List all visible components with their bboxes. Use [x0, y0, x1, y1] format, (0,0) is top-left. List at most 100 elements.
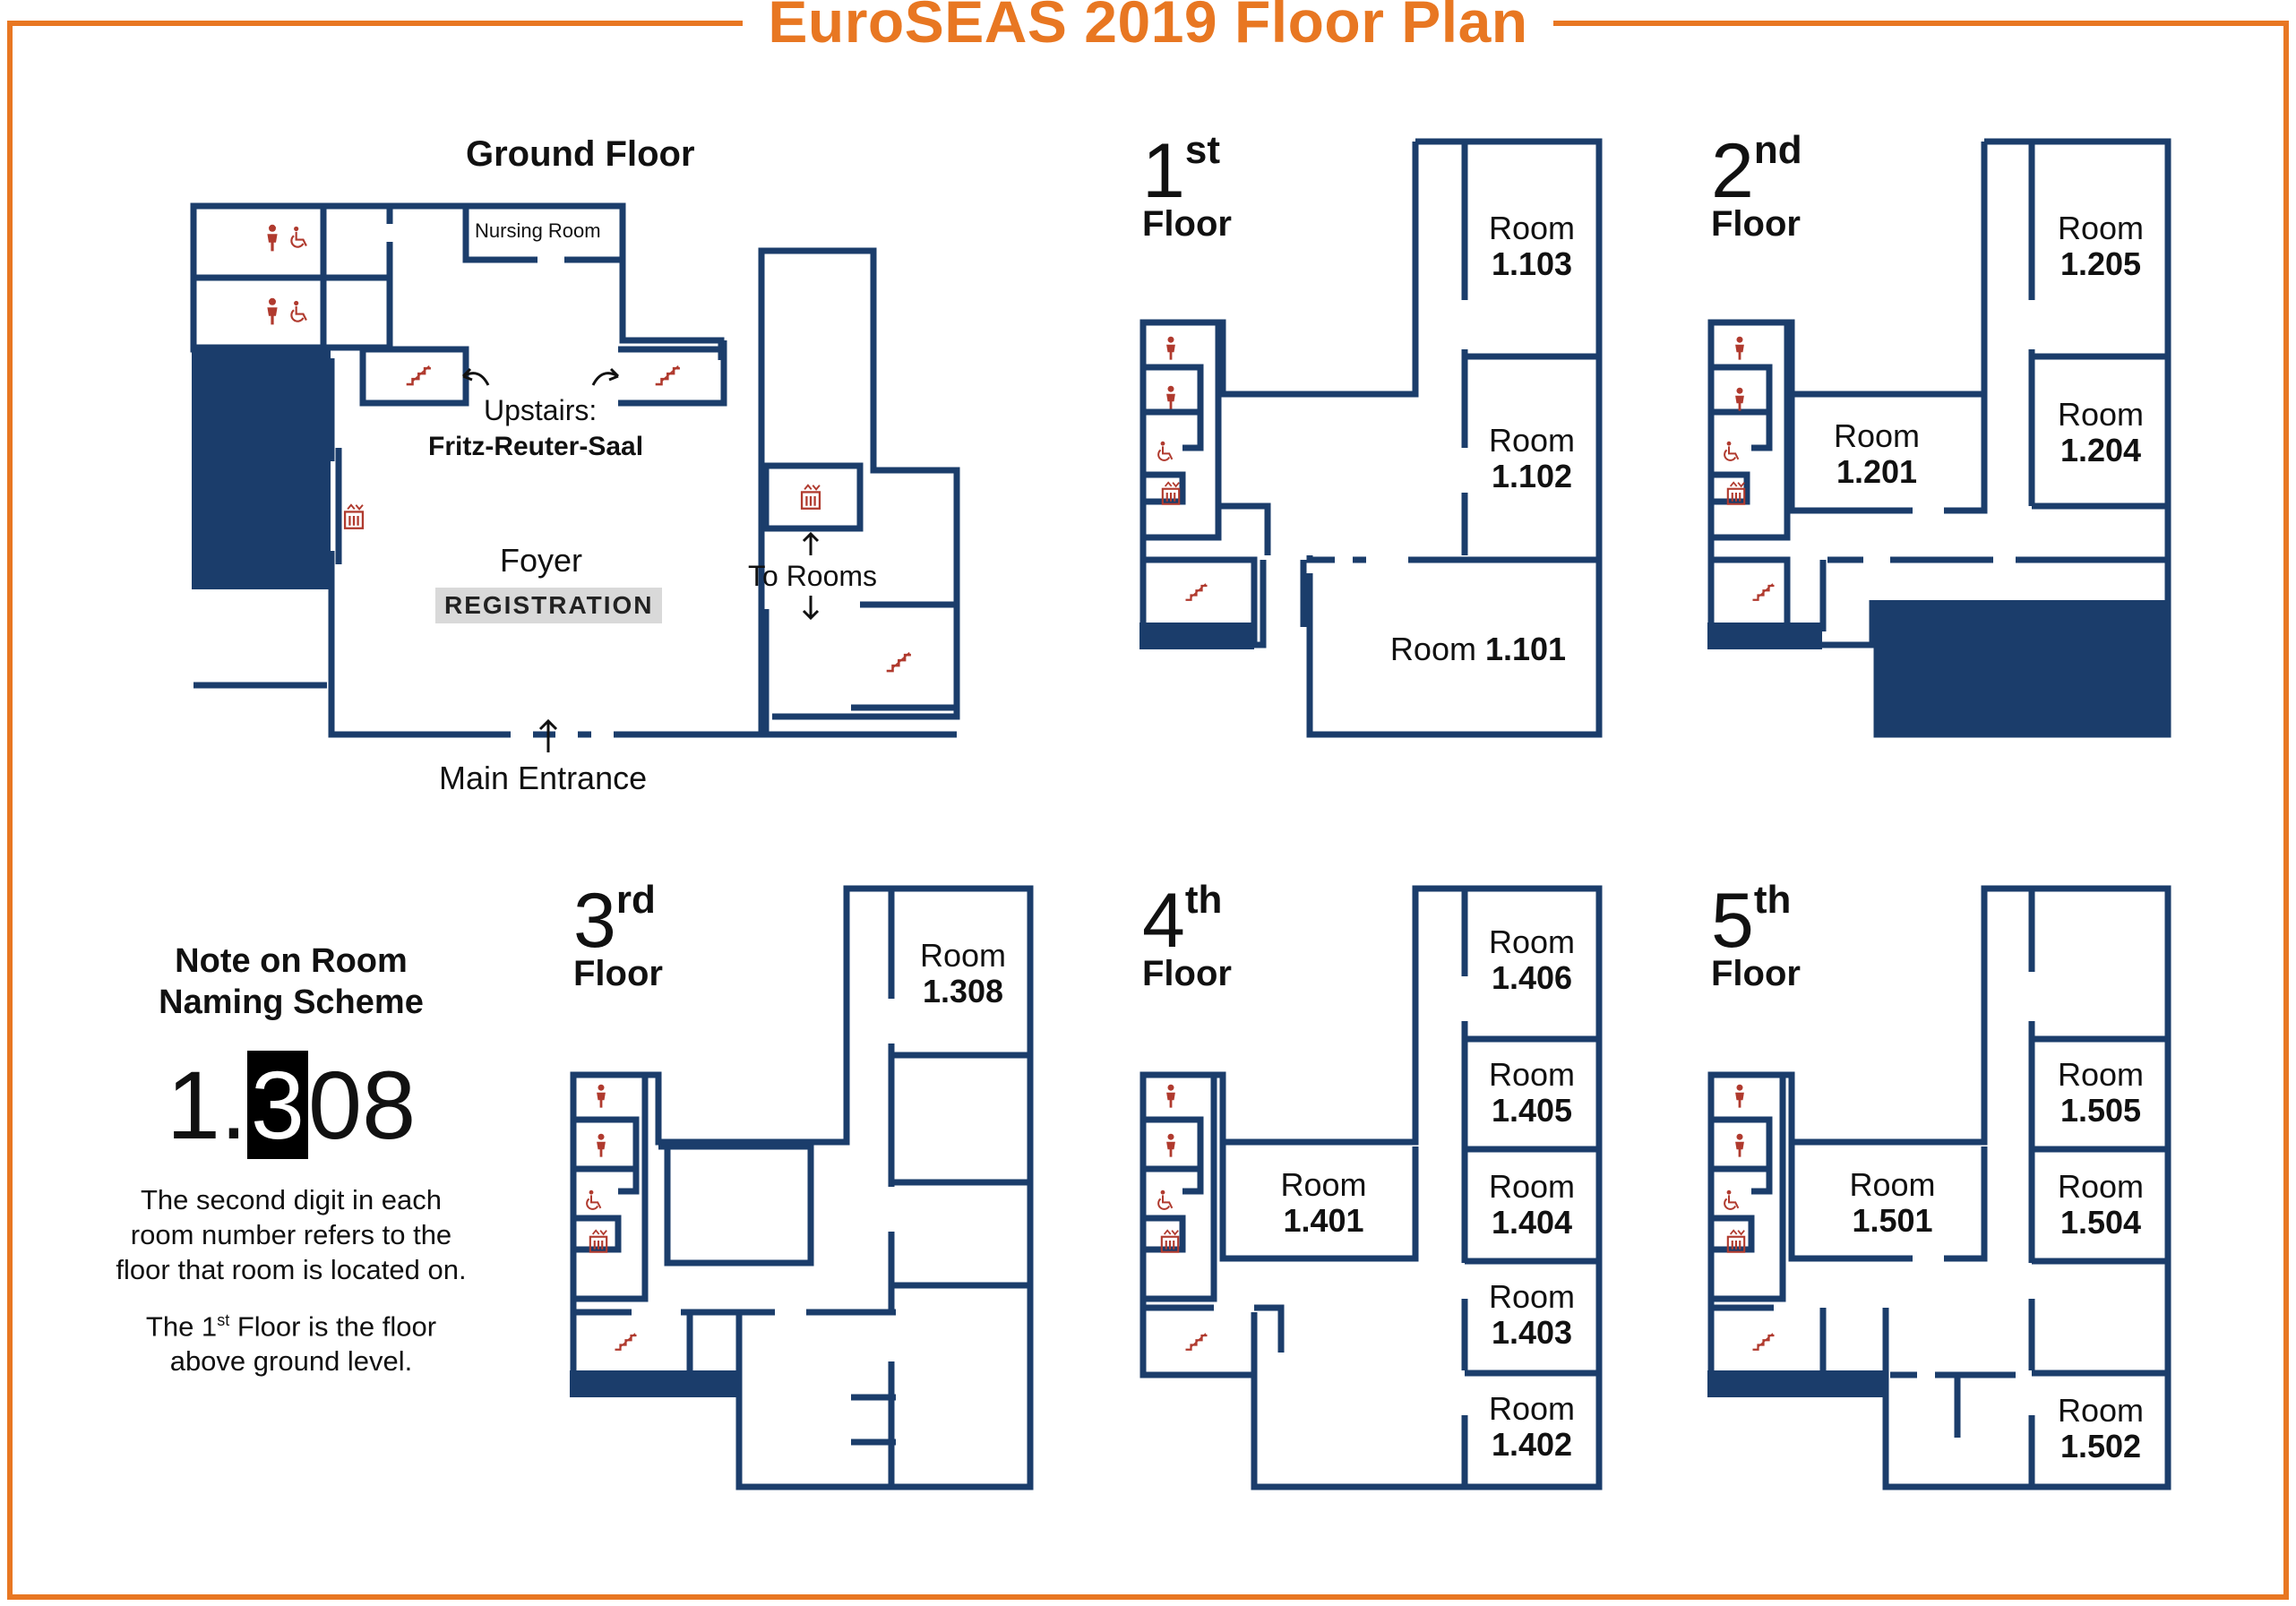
room-1-505: Room 1.505	[2038, 1057, 2163, 1129]
room-number: 1.102	[1491, 458, 1573, 494]
floor-suffix: th	[1184, 878, 1223, 922]
room-1-501: Room 1.501	[1827, 1167, 1957, 1239]
room-word: Room	[1488, 1278, 1576, 1315]
room-number: 1.501	[1852, 1202, 1933, 1239]
floor-number: 4	[1142, 878, 1185, 964]
elevator-icon	[343, 503, 365, 529]
note-line: The 1st Floor is the floor	[81, 1303, 502, 1344]
room-word: Room	[1280, 1166, 1367, 1203]
room-number: 1.401	[1283, 1202, 1364, 1239]
room-1-101: Room 1.101	[1353, 631, 1604, 667]
room-1-201: Room 1.201	[1814, 418, 1939, 490]
room-1-204: Room 1.204	[2038, 397, 2163, 468]
room-1-504: Room 1.504	[2038, 1169, 2163, 1241]
floor-2-heading: 2nd Floor	[1711, 131, 1802, 244]
room-word: Room	[1488, 1390, 1576, 1427]
room-number: 1.404	[1491, 1204, 1573, 1241]
page-title: EuroSEAS 2019 Floor Plan	[0, 0, 2296, 56]
arrow-up-icon	[802, 531, 820, 555]
room-1-103: Room 1.103	[1469, 210, 1595, 282]
example-suffix: 08	[308, 1051, 417, 1159]
main-entrance-label: Main Entrance	[439, 760, 648, 796]
note-heading-line: Note on Room	[175, 942, 408, 980]
floor-4-walls	[1139, 885, 1603, 1490]
floor-word: Floor	[573, 954, 663, 993]
floor-word: Floor	[1142, 954, 1232, 993]
example-highlight: 3	[246, 1051, 308, 1159]
floor-1-heading: 1st Floor	[1142, 131, 1232, 243]
room-word: Room	[1488, 1056, 1576, 1093]
upstairs-hall-label: Fritz-Reuter-Saal	[428, 432, 644, 461]
room-word: Room	[1849, 1166, 1936, 1203]
room-word: Room	[2057, 396, 2145, 433]
room-number: 1.103	[1491, 245, 1573, 282]
upstairs-label: Upstairs:	[484, 394, 598, 426]
solid-wall-blocks	[192, 348, 2170, 1397]
turn-right-arrow-icon	[591, 367, 620, 386]
room-number: 1.406	[1491, 959, 1573, 996]
note-line: room number refers to the	[130, 1219, 452, 1250]
floor-word: Floor	[1711, 204, 1801, 244]
registration-badge: REGISTRATION	[435, 588, 663, 623]
ground-floor-heading: Ground Floor	[466, 134, 695, 174]
room-number: 1.201	[1836, 453, 1918, 490]
room-number: 1.402	[1491, 1426, 1573, 1463]
floor-suffix: nd	[1753, 128, 1802, 172]
stairs-icon	[885, 651, 913, 673]
floor-number: 1	[1142, 128, 1185, 214]
turn-left-arrow-icon	[461, 367, 490, 386]
room-1-402: Room 1.402	[1469, 1391, 1595, 1463]
floor-5-walls	[1707, 885, 2171, 1490]
room-1-403: Room 1.403	[1469, 1279, 1595, 1351]
room-1-406: Room 1.406	[1469, 924, 1595, 996]
room-number: 1.505	[2060, 1092, 2142, 1129]
room-word: Room	[1488, 210, 1576, 246]
room-word: Room	[919, 937, 1007, 974]
room-1-102: Room 1.102	[1469, 423, 1595, 494]
arrow-down-icon	[802, 596, 820, 621]
room-word: Room	[2057, 210, 2145, 246]
floor-number: 5	[1711, 878, 1754, 964]
page-title-text: EuroSEAS 2019 Floor Plan	[743, 0, 1553, 56]
room-number: 1.204	[2060, 432, 2142, 468]
room-word: Room	[1389, 631, 1476, 667]
room-number: 1.403	[1491, 1314, 1573, 1351]
room-number: 1.504	[2060, 1204, 2142, 1241]
note-text: The 1	[145, 1310, 218, 1343]
room-number: 1.405	[1491, 1092, 1573, 1129]
wheelchair-icon	[290, 226, 308, 248]
restroom-icon	[267, 297, 278, 325]
floor-suffix: rd	[615, 878, 656, 922]
stairs-icon	[405, 365, 433, 386]
arrow-up-icon	[538, 718, 558, 752]
note-heading-line: Naming Scheme	[159, 983, 424, 1021]
floor-4-heading: 4th Floor	[1142, 880, 1232, 993]
floor-word: Floor	[1711, 954, 1801, 993]
nursing-room-label: Nursing Room	[475, 219, 601, 242]
room-number: 1.308	[922, 973, 1004, 1009]
to-rooms-label: To Rooms	[748, 560, 878, 592]
note-paragraph-2: The 1st Floor is the floor above ground …	[81, 1303, 502, 1378]
room-number: 1.101	[1484, 631, 1567, 667]
room-number-example: 1.308	[81, 1051, 502, 1159]
room-word: Room	[2057, 1056, 2145, 1093]
room-word: Room	[1488, 923, 1576, 960]
note-sup: st	[217, 1311, 230, 1329]
floor-3-heading: 3rd Floor	[573, 880, 663, 993]
note-text: Floor is the floor	[229, 1310, 437, 1343]
room-1-401: Room 1.401	[1259, 1167, 1389, 1239]
room-1-404: Room 1.404	[1469, 1169, 1595, 1241]
floor-suffix: st	[1184, 128, 1220, 172]
note-heading: Note on Room Naming Scheme	[81, 940, 502, 1023]
note-line: floor that room is located on.	[116, 1254, 467, 1285]
elevator-icon	[800, 484, 821, 510]
direction-arrows	[461, 367, 820, 752]
room-1-308: Room 1.308	[900, 938, 1026, 1009]
example-prefix: 1.	[166, 1051, 247, 1159]
room-1-205: Room 1.205	[2038, 210, 2163, 282]
room-number: 1.205	[2060, 245, 2142, 282]
note-paragraph-1: The second digit in each room number ref…	[81, 1182, 502, 1287]
room-word: Room	[1833, 417, 1921, 454]
floor-5-heading: 5th Floor	[1711, 880, 1801, 993]
